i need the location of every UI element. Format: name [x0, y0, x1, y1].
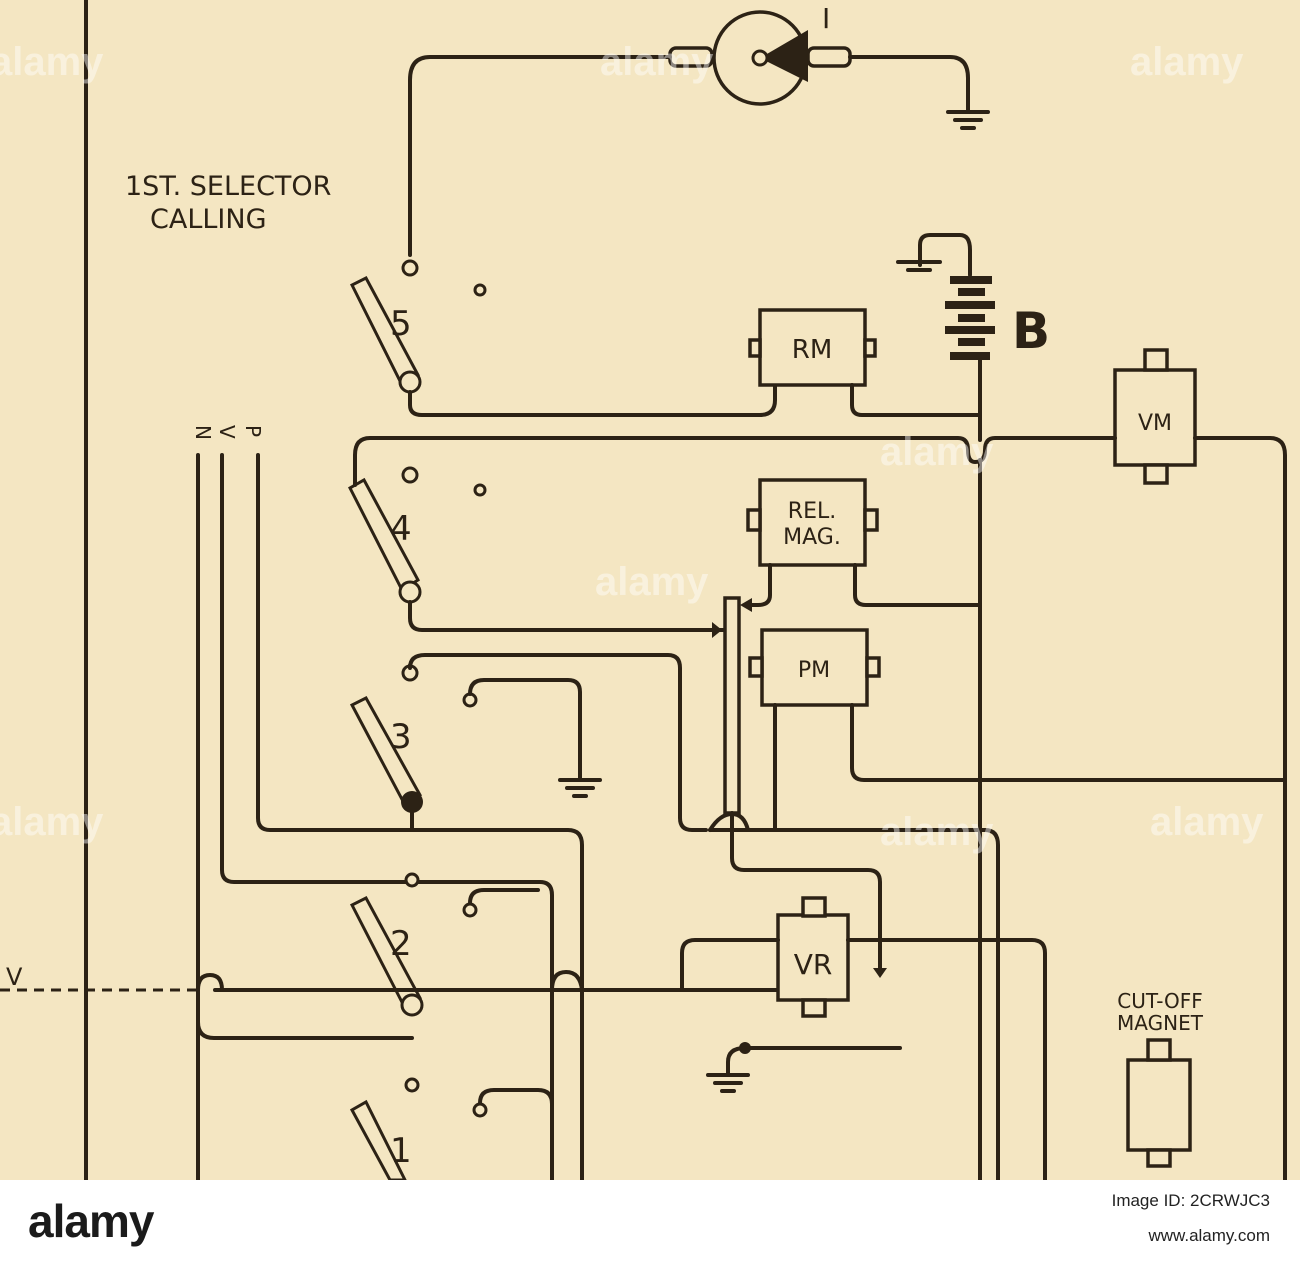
rm-label: RM [792, 335, 833, 365]
svg-text:alamy: alamy [0, 800, 104, 844]
wire-3-top [408, 653, 708, 832]
component-i [668, 10, 852, 106]
battery-b-icon [896, 233, 995, 360]
wire-labels: N V P [191, 425, 265, 440]
wire-vm-to-contact4 [353, 436, 1117, 487]
contact-4-terminal-b [473, 483, 487, 497]
contact-number-4: 4 [390, 509, 412, 549]
contact-2-pivot [400, 993, 424, 1017]
battery-label: B [1012, 302, 1050, 360]
contact-5-pivot [398, 370, 422, 394]
ground-icon [706, 1073, 750, 1093]
contact-5-terminal-a [401, 259, 419, 277]
wire-5-to-rm [408, 383, 777, 417]
svg-text:alamy: alamy [880, 430, 994, 474]
wire-vr-left [680, 938, 780, 992]
wire-to-bottom [746, 828, 1000, 1180]
cut-off-magnet [1126, 1058, 1192, 1152]
wire-i-to-ground [848, 55, 970, 114]
contact-2-terminal-b [462, 902, 478, 918]
contact-1-terminal-a [404, 1077, 420, 1093]
wire-p [256, 453, 584, 1180]
wire-4-to-armature [408, 600, 727, 632]
footer-image-id: Image ID: 2CRWJC3 [1111, 1191, 1270, 1210]
wire-relmag-arrow [750, 563, 772, 607]
wiring-diagram: N V P [0, 0, 1287, 1180]
crossover-n [196, 973, 224, 992]
vm-label: VM [1138, 411, 1172, 436]
component-i-label: I [822, 2, 830, 35]
wire-armature-down [730, 811, 882, 972]
wire-i-to-contact5 [408, 55, 672, 257]
svg-text:alamy: alamy [0, 40, 104, 84]
footer-logo: alamy [28, 1195, 154, 1247]
svg-text:P: P [241, 425, 265, 437]
svg-text:alamy: alamy [1150, 800, 1264, 844]
wire-vm-right [1193, 436, 1287, 1180]
wire-pm-down [708, 703, 777, 832]
ground-icon [558, 778, 602, 798]
contact-number-5: 5 [390, 304, 412, 344]
svg-text:V: V [215, 425, 239, 439]
contact-4-terminal-a [401, 466, 419, 484]
rm-magnet [758, 308, 867, 387]
contact-1-terminal-b [472, 1102, 488, 1118]
contact-4-arm [348, 477, 420, 593]
wire-rm-to-bus [850, 383, 982, 417]
svg-text:N: N [191, 425, 215, 440]
footer-url: www.alamy.com [1148, 1226, 1270, 1245]
wire-relmag-to-bus [853, 563, 982, 607]
contact-number-3: 3 [390, 717, 412, 757]
rel-mag-magnet [758, 478, 867, 567]
contact-2-terminal-a [404, 872, 420, 888]
rel-mag-label-line2: MAG. [783, 525, 841, 550]
wire-pm-to-right [850, 703, 1287, 782]
crossover-p [550, 970, 584, 992]
svg-text:alamy: alamy [595, 560, 709, 604]
contact-1-arm [349, 1099, 407, 1180]
cut-off-label-line1: CUT-OFF [1117, 989, 1203, 1013]
wire-crossover [708, 812, 750, 832]
wire-vr-right [846, 938, 1047, 1180]
wire-2-top [468, 888, 540, 905]
armature [723, 596, 741, 815]
title-line2: CALLING [150, 204, 267, 235]
wire-3-to-ground [468, 678, 582, 782]
wire-v [220, 453, 554, 1180]
pm-label: PM [798, 658, 830, 683]
title-line1: 1ST. SELECTOR [125, 171, 331, 202]
rel-mag-label-line1: REL. [788, 499, 836, 524]
pm-magnet [760, 628, 869, 707]
contact-number-1: 1 [390, 1131, 412, 1171]
ground-icon [946, 110, 990, 130]
contact-4-pivot [398, 580, 422, 604]
svg-text:alamy: alamy [600, 40, 714, 84]
wire-ground-contact [726, 1046, 747, 1077]
wire-1-top [478, 1088, 554, 1106]
vm-magnet [1113, 368, 1197, 467]
contact-3-pivot [401, 791, 423, 813]
left-v-label: V [6, 963, 23, 991]
svg-text:alamy: alamy [880, 810, 994, 854]
contact-5-terminal-b [473, 283, 487, 297]
cut-off-label-line2: MAGNET [1117, 1011, 1204, 1035]
stock-footer: alamy Image ID: 2CRWJC3 www.alamy.com [0, 1180, 1300, 1261]
contact-number-2: 2 [390, 924, 412, 964]
svg-text:alamy: alamy [1130, 40, 1244, 84]
watermarks: alamy alamy alamy alamy alamy alamy alam… [0, 40, 1264, 854]
vr-label: VR [794, 948, 833, 981]
wire-to-contact1 [196, 1020, 414, 1040]
